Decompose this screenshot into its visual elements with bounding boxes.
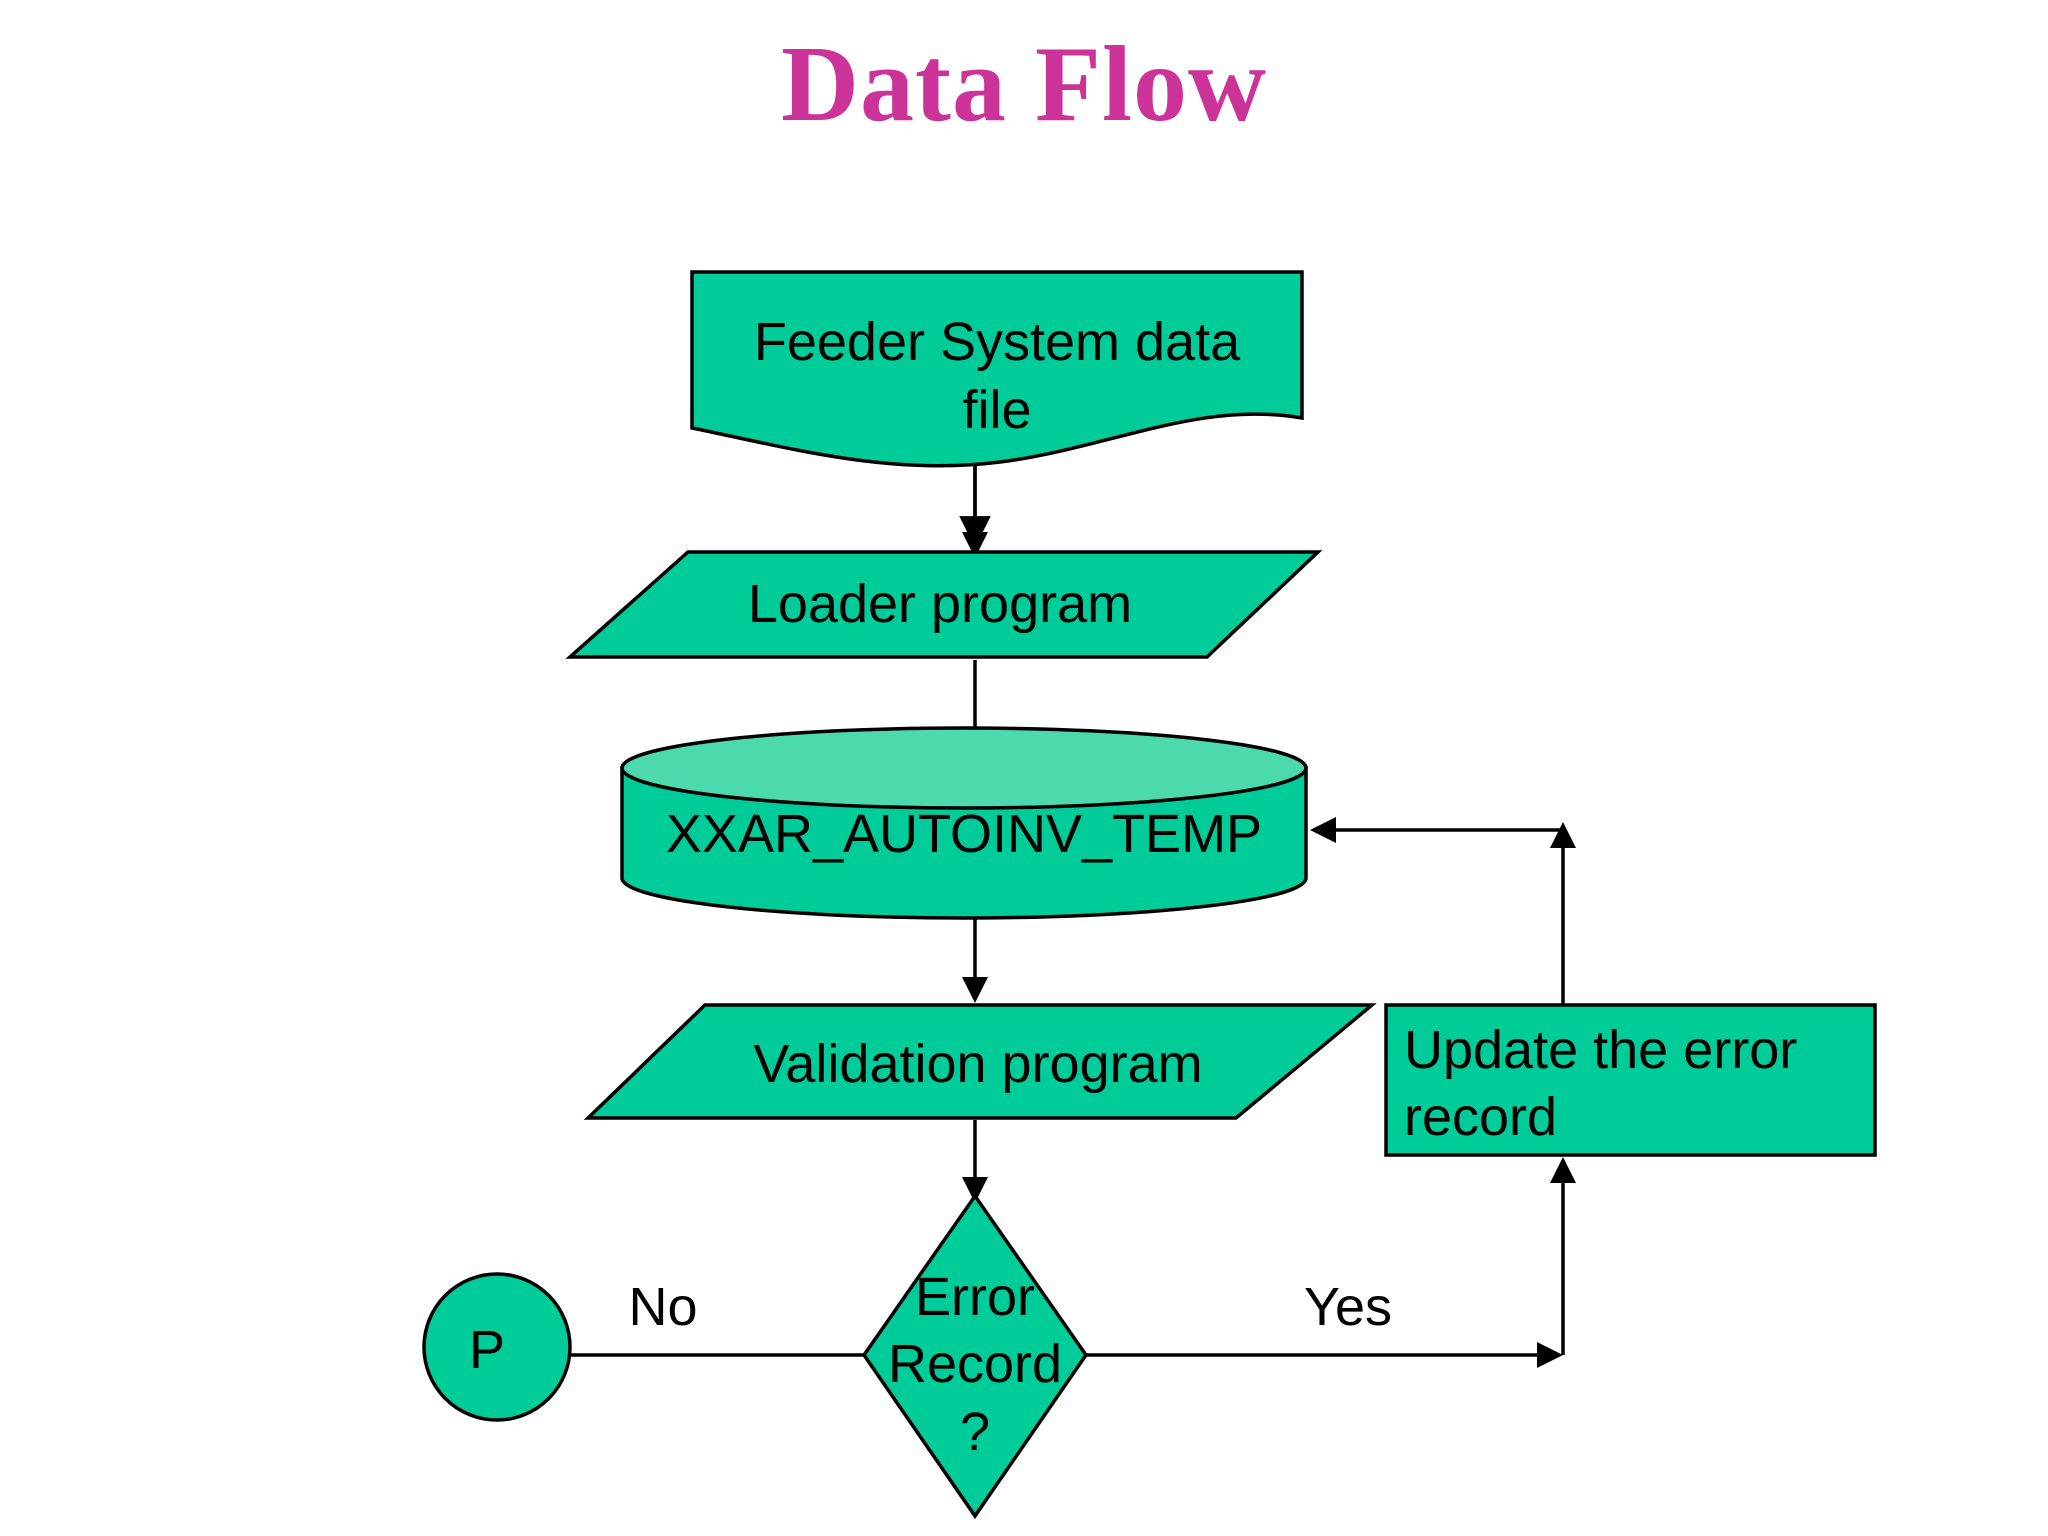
- node-feeder-label-line1: Feeder System data: [754, 312, 1241, 372]
- edge-temp-arrowhead-icon: [962, 977, 988, 1003]
- node-validation-label: Validation program: [753, 1034, 1202, 1094]
- edge-label-yes: Yes: [1304, 1277, 1392, 1337]
- node-update-label-line2: record: [1404, 1087, 1557, 1147]
- parallelogram-shape: [565, 550, 1323, 659]
- node-decision-label-line1: Error: [915, 1267, 1035, 1327]
- page-title: Data Flow: [781, 25, 1267, 144]
- diamond-shape: [861, 1192, 1089, 1520]
- cylinder-top: [620, 726, 1308, 810]
- cylinder-body: [620, 766, 1308, 920]
- edge-validation-arrowhead-icon: [962, 1177, 988, 1203]
- circle-shape: [422, 1272, 572, 1422]
- node-update-label-line1: Update the error: [1404, 1020, 1797, 1080]
- node-decision-label-line2: Record: [888, 1334, 1062, 1394]
- node-connector-p-label: P: [469, 1320, 505, 1380]
- node-update-the-error-record[interactable]: Update the error record: [1384, 1003, 1877, 1157]
- edge-temp-inbound-arrowhead-icon: [1310, 817, 1336, 843]
- edge-feeder-arrowhead-icon: [962, 532, 988, 558]
- edge-update-bottom-arrowhead-icon: [1550, 1157, 1576, 1183]
- node-feeder-label-line2: file: [962, 380, 1031, 440]
- node-validation-program[interactable]: Validation program: [583, 1003, 1377, 1120]
- document-shape: [690, 270, 1304, 468]
- node-error-record-decision[interactable]: Error Record ?: [861, 1192, 1089, 1520]
- node-loader-label: Loader program: [748, 574, 1132, 634]
- node-xxar-autoinv-temp[interactable]: XXAR_AUTOINV_TEMP: [620, 726, 1308, 920]
- node-connector-p[interactable]: P: [422, 1272, 572, 1422]
- parallelogram-shape: [583, 1003, 1377, 1120]
- edge-update-riser-arrowhead-icon: [1550, 822, 1576, 848]
- node-temp-table-label: XXAR_AUTOINV_TEMP: [666, 804, 1262, 864]
- edge-label-no: No: [628, 1277, 697, 1337]
- rectangle-shape: [1384, 1003, 1877, 1157]
- edge-yes-arrowhead-icon: [1537, 1342, 1563, 1368]
- node-feeder-system-data-file[interactable]: Feeder System data file: [690, 270, 1304, 468]
- node-decision-label-line3: ?: [960, 1402, 990, 1462]
- node-loader-program[interactable]: Loader program: [565, 550, 1323, 659]
